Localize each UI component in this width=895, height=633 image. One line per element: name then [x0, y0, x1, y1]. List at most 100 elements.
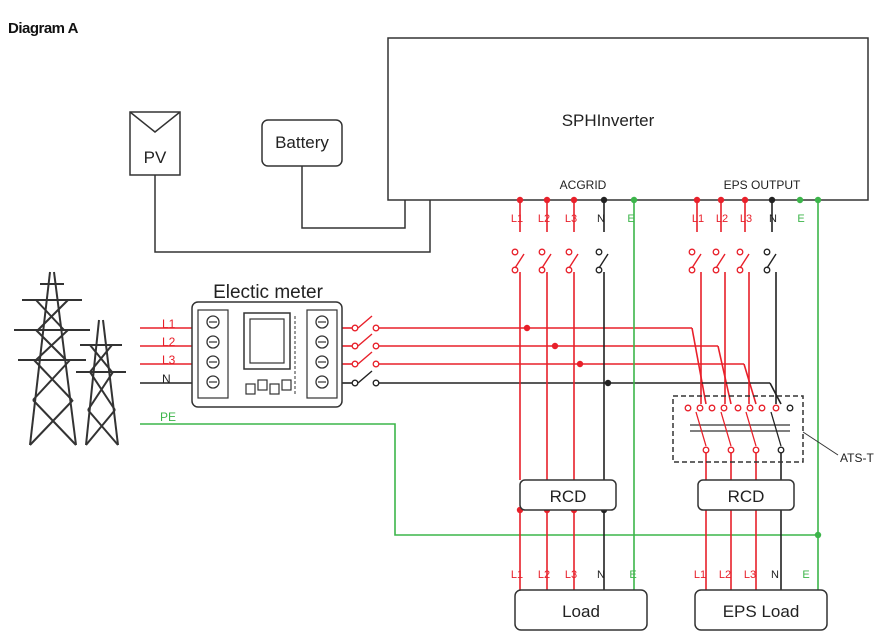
- breaker-contact: [357, 351, 373, 365]
- terminal-ring: [684, 404, 692, 412]
- grid-label-l2: L2: [162, 335, 176, 349]
- junction-dot: [576, 360, 584, 368]
- switch-contact: [541, 253, 552, 269]
- battery-wire: [301, 166, 406, 229]
- ats-feed-wire: [743, 363, 757, 405]
- ats-feed-wire: [691, 327, 707, 405]
- terminal-ring: [688, 248, 696, 256]
- terminal-ring: [736, 248, 744, 256]
- switch-contact: [568, 253, 579, 269]
- power-pylon-small-icon: [76, 319, 126, 446]
- load-terminal-label: N: [597, 569, 605, 581]
- inverter-box: [387, 37, 869, 201]
- grid-label-l1: L1: [162, 317, 176, 331]
- terminal-ring: [727, 446, 735, 454]
- switch-contact: [598, 253, 609, 269]
- load-box: [514, 589, 648, 631]
- junction-dot: [814, 196, 822, 204]
- eps-load-label: EPS Load: [723, 602, 800, 621]
- ats-blade: [695, 411, 707, 447]
- terminal-ring: [777, 446, 785, 454]
- terminal-ring: [763, 266, 771, 274]
- junction-dot: [814, 531, 822, 539]
- ats-switch-box: [672, 395, 804, 463]
- eps-terminal-label: E: [797, 213, 804, 225]
- terminal-ring: [511, 248, 519, 256]
- breaker-contact: [357, 333, 373, 347]
- terminal-ring: [565, 266, 573, 274]
- breaker-contact: [357, 370, 373, 384]
- terminal-ring: [351, 342, 359, 350]
- rcd-left-label: RCD: [550, 487, 587, 506]
- eps-load-terminal-label: N: [771, 569, 779, 581]
- ats-leader-line: [802, 431, 839, 456]
- junction-dot: [551, 342, 559, 350]
- eps-load-terminal-label: L2: [719, 569, 731, 581]
- ats-blade: [770, 411, 782, 447]
- rcd-right-box: [697, 479, 795, 511]
- terminal-ring: [511, 266, 519, 274]
- eps-terminal-label: L1: [692, 213, 704, 225]
- terminal-ring: [538, 248, 546, 256]
- terminal-ring: [538, 266, 546, 274]
- grid-label-n: N: [162, 372, 171, 386]
- load-terminal-label: E: [629, 569, 636, 581]
- pv-wire: [154, 175, 431, 253]
- terminal-ring: [351, 360, 359, 368]
- terminal-ring: [746, 404, 754, 412]
- switch-contact: [739, 253, 750, 269]
- junction-dot: [523, 324, 531, 332]
- terminal-ring: [351, 324, 359, 332]
- ac-terminal-label: E: [627, 213, 634, 225]
- battery-label: Battery: [275, 133, 329, 152]
- terminal-ring: [786, 404, 794, 412]
- grid-label-l3: L3: [162, 353, 176, 367]
- ac-terminal-label: N: [597, 213, 605, 225]
- grid-label-pe: PE: [160, 410, 176, 424]
- terminal-ring: [372, 342, 380, 350]
- pv-label: PV: [144, 148, 167, 167]
- terminal-ring: [758, 404, 766, 412]
- ac-terminal-label: L3: [565, 213, 577, 225]
- terminal-ring: [372, 379, 380, 387]
- terminal-ring: [702, 446, 710, 454]
- eps-load-box: [694, 589, 828, 631]
- terminal-ring: [763, 248, 771, 256]
- terminal-ring: [595, 266, 603, 274]
- diagram-title: Diagram A: [8, 20, 79, 37]
- eps-load-terminal-label: L1: [694, 569, 706, 581]
- terminal-ring: [595, 248, 603, 256]
- junction-dot: [796, 196, 804, 204]
- terminal-ring: [752, 446, 760, 454]
- power-pylon-icon: [14, 271, 90, 446]
- ac-terminal-label: L1: [511, 213, 523, 225]
- terminal-ring: [372, 360, 380, 368]
- switch-contact: [766, 253, 777, 269]
- eps-load-terminal-label: E: [802, 569, 809, 581]
- terminal-ring: [688, 266, 696, 274]
- ats-blade: [745, 411, 757, 447]
- pe-wire: [140, 423, 815, 536]
- acgrid-label: ACGRID: [560, 178, 607, 192]
- meter-label: Electic meter: [213, 282, 323, 303]
- ats-blade: [720, 411, 732, 447]
- eps-terminal-label: L2: [716, 213, 728, 225]
- load-terminal-label: L2: [538, 569, 550, 581]
- load-label: Load: [562, 602, 600, 621]
- breaker-contact: [357, 315, 373, 329]
- eps-terminal-label: L3: [740, 213, 752, 225]
- terminal-ring: [734, 404, 742, 412]
- terminal-ring: [565, 248, 573, 256]
- rcd-left-box: [519, 479, 617, 511]
- switch-contact: [691, 253, 702, 269]
- terminal-ring: [736, 266, 744, 274]
- load-terminal-label: L3: [565, 569, 577, 581]
- inverter-label: SPHInverter: [562, 111, 655, 130]
- terminal-ring: [708, 404, 716, 412]
- eps-output-label: EPS OUTPUT: [724, 178, 801, 192]
- junction-dot: [604, 379, 612, 387]
- terminal-ring: [712, 266, 720, 274]
- eps-terminal-label: N: [769, 213, 777, 225]
